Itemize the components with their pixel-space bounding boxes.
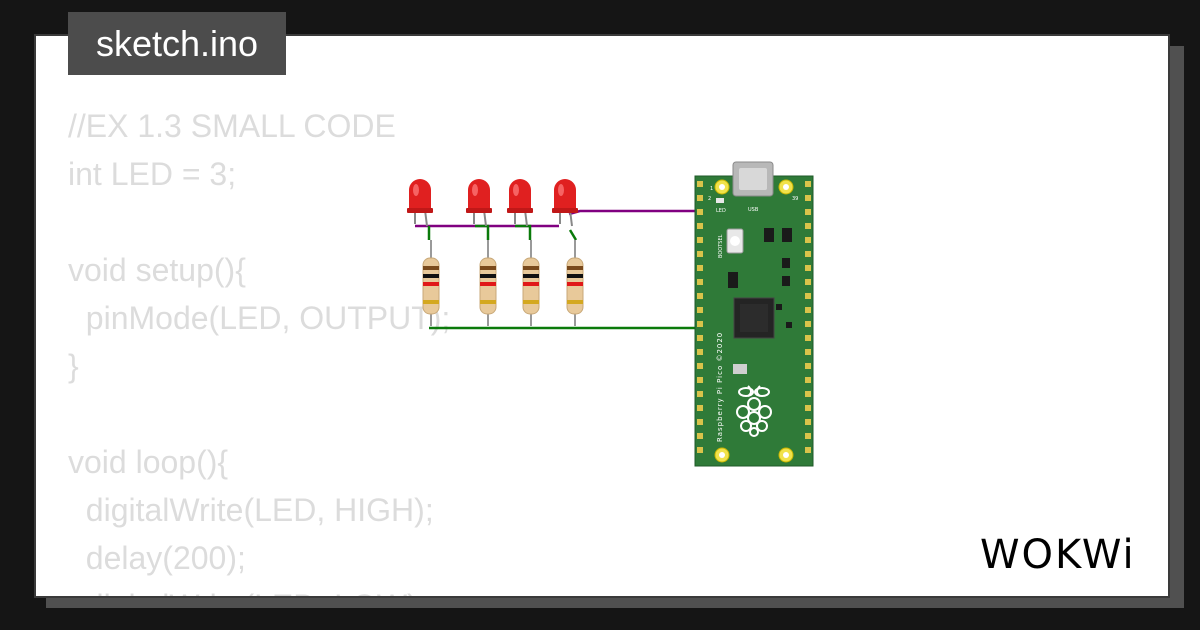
preview-card: //EX 1.3 SMALL CODE int LED = 3; void setu… bbox=[34, 34, 1170, 598]
pin-pad bbox=[805, 391, 811, 397]
green-wire[interactable] bbox=[475, 224, 490, 240]
pin-pad bbox=[805, 195, 811, 201]
pin-header-left bbox=[697, 181, 703, 453]
resistor[interactable] bbox=[479, 240, 497, 326]
pin-pad bbox=[697, 335, 703, 341]
pin-pad bbox=[805, 237, 811, 243]
code-line: int LED = 3; bbox=[68, 156, 237, 192]
pin-pad bbox=[805, 405, 811, 411]
pin-number-label: 39 bbox=[792, 196, 798, 202]
file-tab-label: sketch.ino bbox=[95, 22, 259, 64]
pin-pad bbox=[805, 251, 811, 257]
pin-header-right bbox=[805, 181, 811, 453]
code-line: digitalWrite(LED, LOW); bbox=[68, 582, 450, 596]
green-wire[interactable] bbox=[568, 229, 578, 241]
pin-pad bbox=[697, 377, 703, 383]
pin-pad bbox=[697, 419, 703, 425]
pin-pad bbox=[697, 209, 703, 215]
pin-pad bbox=[805, 181, 811, 187]
pin-pad bbox=[805, 447, 811, 453]
pin-number-label: 2 bbox=[708, 196, 711, 202]
pin-pad bbox=[697, 181, 703, 187]
pin-pad bbox=[697, 349, 703, 355]
pin-pad bbox=[805, 307, 811, 313]
raspberry-pi-logo-icon bbox=[736, 385, 772, 437]
pin-pad bbox=[805, 349, 811, 355]
code-line: delay(200); bbox=[68, 540, 246, 576]
resistor[interactable] bbox=[422, 240, 440, 326]
code-line: void loop(){ bbox=[68, 444, 229, 480]
pin-pad bbox=[805, 363, 811, 369]
code-line: //EX 1.3 SMALL CODE bbox=[68, 108, 396, 144]
pin-pad bbox=[697, 195, 703, 201]
pin-pad bbox=[805, 321, 811, 327]
pin-pad bbox=[697, 391, 703, 397]
pin-pad bbox=[697, 447, 703, 453]
pin-pad bbox=[697, 405, 703, 411]
pin-pad bbox=[805, 223, 811, 229]
purple-wire[interactable] bbox=[568, 209, 706, 216]
led[interactable] bbox=[466, 179, 492, 227]
pico-board[interactable]: LED USB 1 2 39 BOOTSEL Raspberry Pi Pico… bbox=[694, 161, 814, 467]
pin-pad bbox=[805, 419, 811, 425]
code-line: void setup(){ bbox=[68, 252, 246, 288]
pin-pad bbox=[697, 433, 703, 439]
pin-pad bbox=[697, 321, 703, 327]
file-tab[interactable]: sketch.ino bbox=[68, 12, 286, 75]
pin-number-label: 1 bbox=[710, 186, 713, 192]
usb-label: USB bbox=[748, 207, 759, 213]
led[interactable] bbox=[507, 179, 533, 227]
pin-pad bbox=[805, 377, 811, 383]
pin-pad bbox=[697, 293, 703, 299]
onboard-led bbox=[716, 198, 724, 203]
wokwi-logo: WOKWi bbox=[980, 532, 1136, 578]
wokwi-logo-text: WOKWi bbox=[980, 532, 1136, 578]
code-line: digitalWrite(LED, HIGH); bbox=[68, 492, 434, 528]
board-name-label: Raspberry Pi Pico ©2020 bbox=[716, 332, 724, 442]
bootsel-label: BOOTSEL bbox=[718, 234, 724, 258]
pin-pad bbox=[697, 223, 703, 229]
pin-pad bbox=[697, 237, 703, 243]
resistor[interactable] bbox=[522, 240, 540, 326]
resistor[interactable] bbox=[566, 240, 584, 326]
green-wire[interactable] bbox=[515, 224, 532, 240]
pin-pad bbox=[805, 265, 811, 271]
pin-pad bbox=[805, 433, 811, 439]
code-listing: //EX 1.3 SMALL CODE int LED = 3; void setu… bbox=[68, 102, 450, 596]
code-line: } bbox=[68, 348, 79, 384]
pin-pad bbox=[805, 279, 811, 285]
led[interactable] bbox=[407, 179, 433, 227]
pin-pad bbox=[805, 335, 811, 341]
pin-pad bbox=[697, 307, 703, 313]
pin-pad bbox=[697, 265, 703, 271]
pin-pad bbox=[697, 279, 703, 285]
pin-pad bbox=[805, 293, 811, 299]
pin-pad bbox=[697, 363, 703, 369]
pin-pad bbox=[697, 251, 703, 257]
wires bbox=[415, 209, 707, 330]
led-label: LED bbox=[716, 208, 726, 214]
pin-pad bbox=[805, 209, 811, 215]
led[interactable] bbox=[552, 179, 578, 227]
